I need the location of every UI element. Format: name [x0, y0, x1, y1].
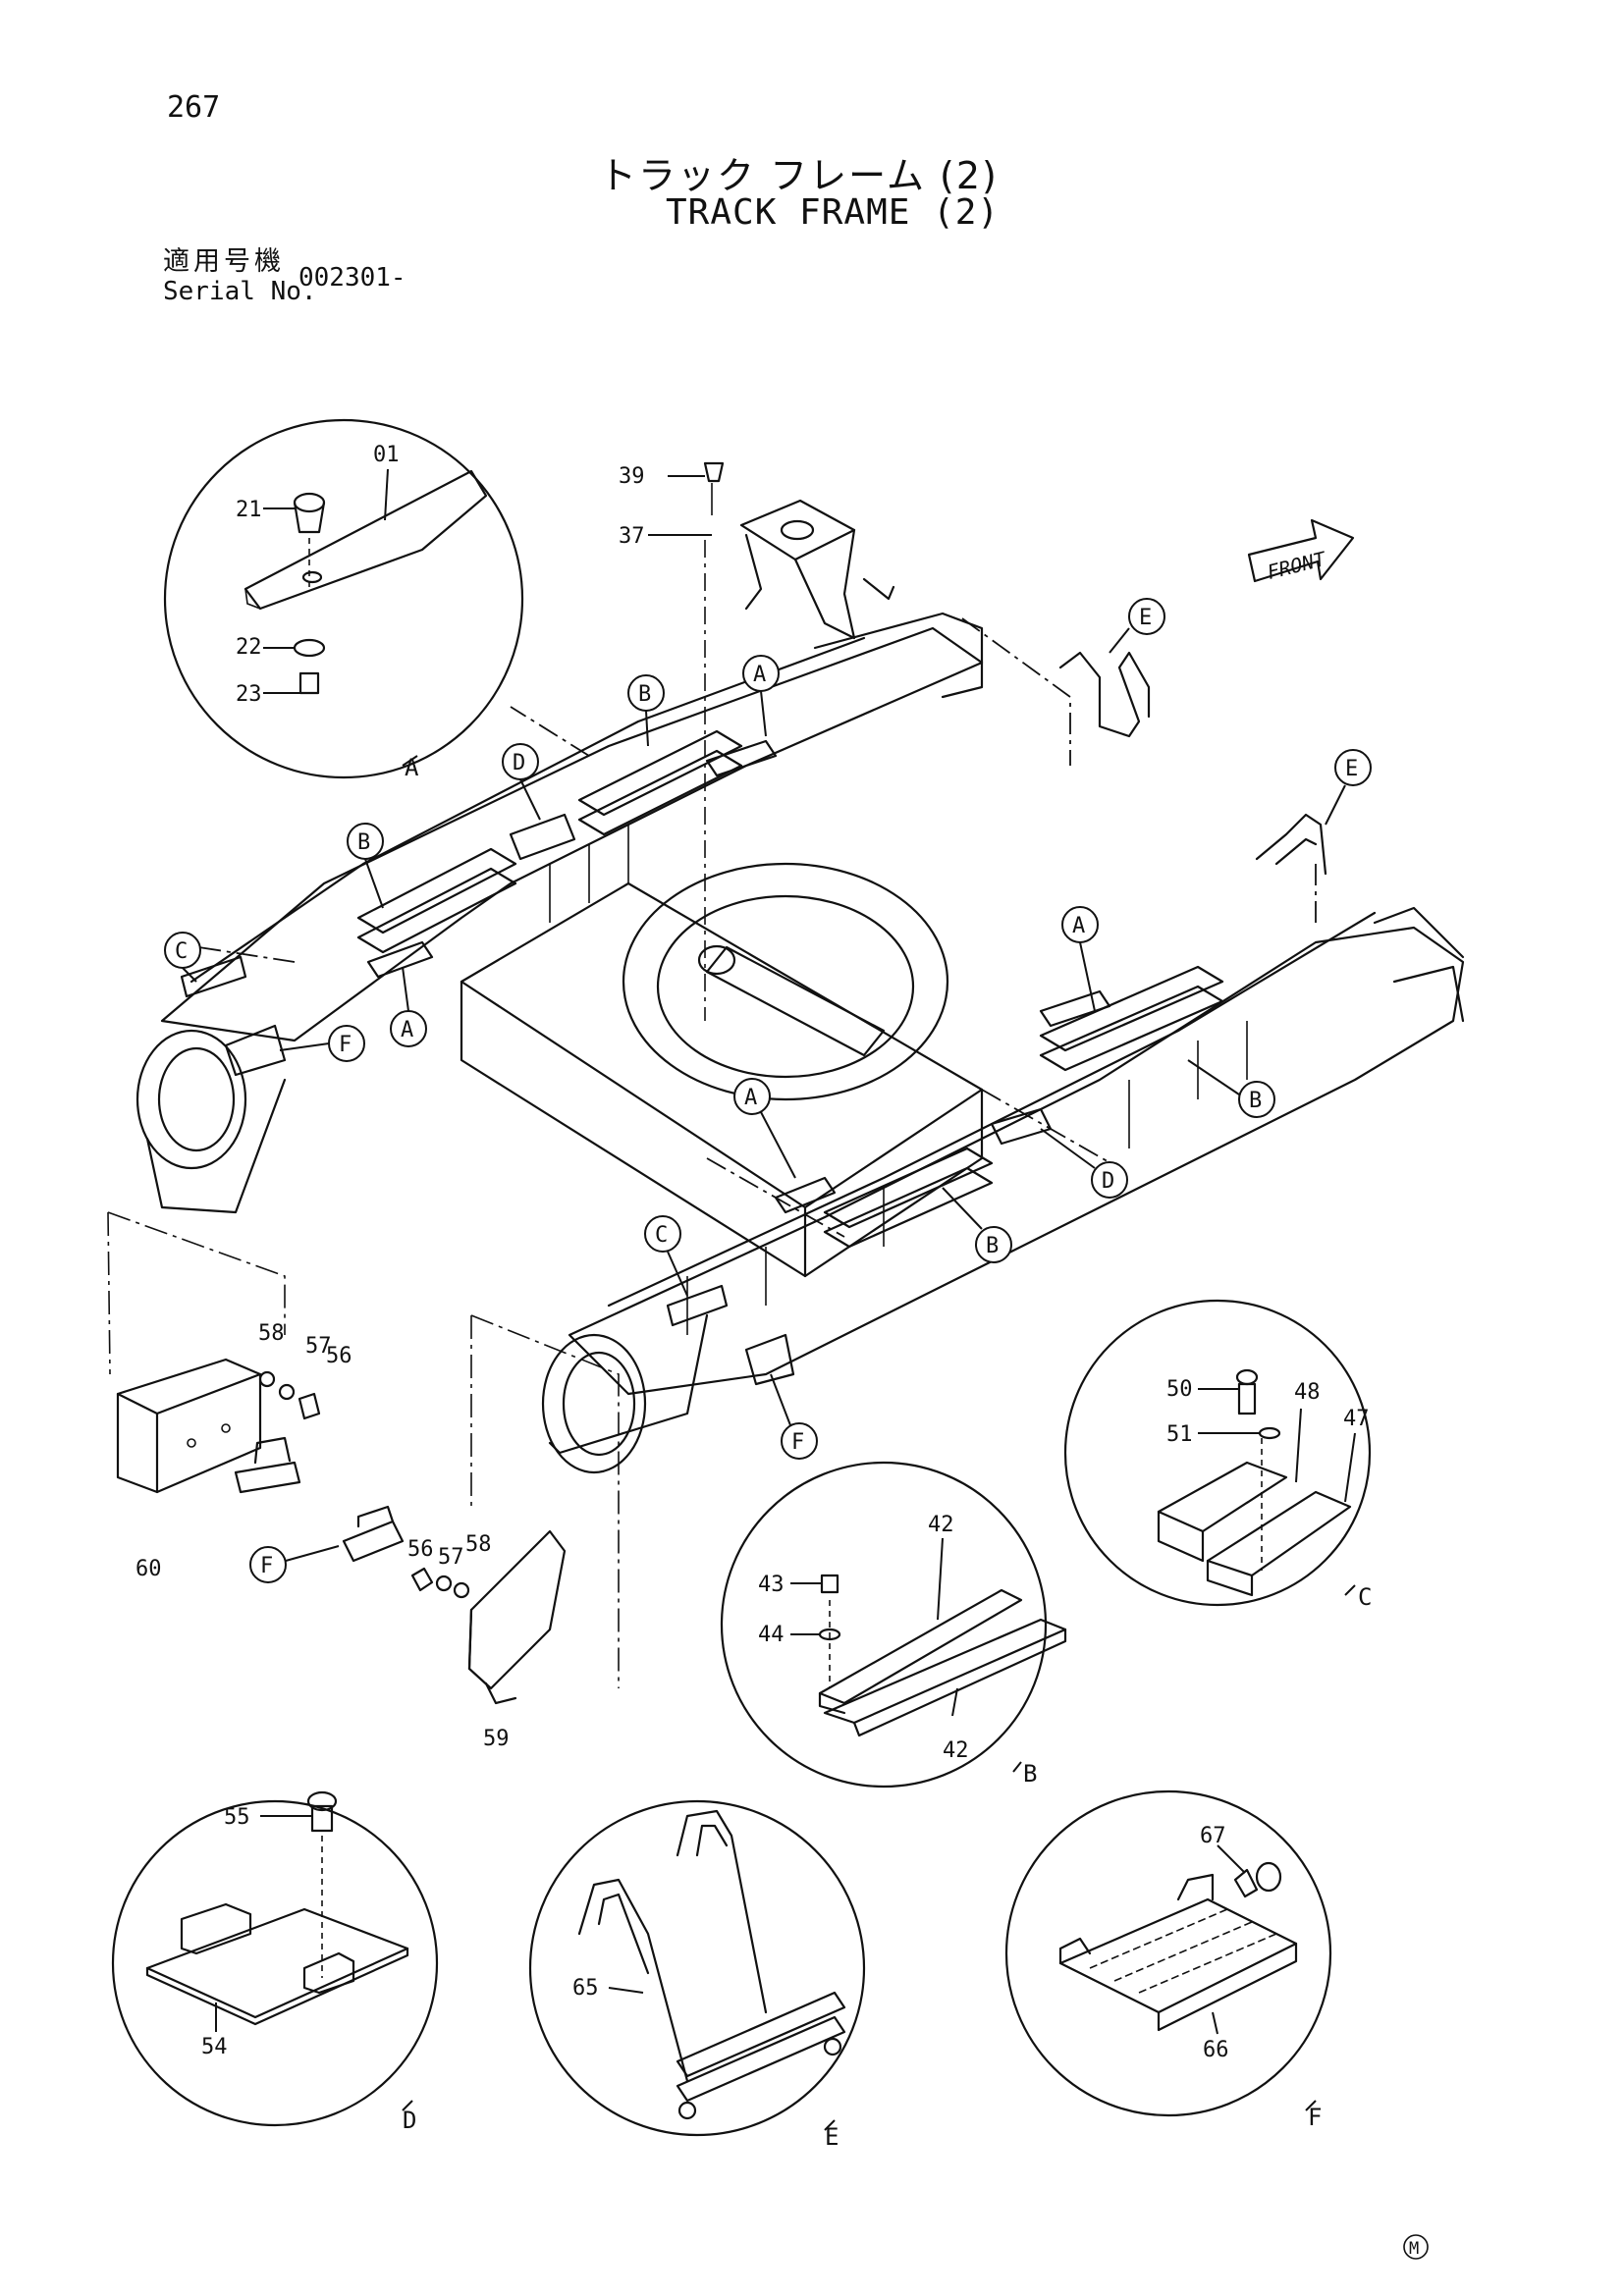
svg-text:B: B — [357, 830, 370, 855]
part-number: 67 — [1200, 1824, 1226, 1848]
svg-text:A: A — [401, 1018, 413, 1042]
page-number: 267 — [167, 90, 221, 125]
svg-text:F: F — [339, 1033, 352, 1057]
detail-view-c — [1063, 1299, 1372, 1607]
footer-mark: M — [1403, 2234, 1429, 2260]
frame-mounted-parts — [180, 651, 1327, 1386]
detail-view-f — [1004, 1789, 1332, 2117]
svg-text:M: M — [1409, 2239, 1419, 2259]
svg-text:B: B — [638, 682, 651, 707]
detail-label-e: E — [825, 2123, 839, 2151]
part-number: 54 — [201, 2035, 228, 2059]
part-number: 57 — [305, 1334, 332, 1359]
callout-f — [249, 1546, 287, 1583]
reference-callouts: B A D B C A F E E A — [164, 598, 1372, 1583]
callout-e — [1334, 749, 1372, 786]
detail-view-labels: A B C D E F — [403, 754, 1372, 2151]
part-number: 58 — [465, 1532, 492, 1557]
detail-label-f: F — [1308, 2104, 1322, 2131]
part-number: 42 — [928, 1513, 954, 1537]
detail-label-a: A — [405, 754, 419, 781]
svg-text:E: E — [1139, 606, 1152, 630]
part-number: 37 — [619, 524, 645, 549]
part-number: 43 — [758, 1573, 785, 1597]
part-number: 39 — [619, 464, 645, 489]
detail-label-c: C — [1358, 1583, 1372, 1611]
svg-text:D: D — [513, 751, 525, 775]
callout-c — [644, 1215, 681, 1253]
track-frame-body — [135, 612, 1465, 1474]
detail-label-d: D — [403, 2107, 416, 2134]
svg-text:A: A — [744, 1086, 757, 1110]
detail-view-d — [111, 1790, 439, 2127]
svg-text:C: C — [175, 939, 188, 964]
callout-a — [733, 1078, 771, 1115]
part-number: 59 — [483, 1727, 510, 1751]
part-number: 21 — [236, 498, 262, 522]
callout-f — [781, 1422, 818, 1460]
callout-b — [975, 1226, 1012, 1263]
part-number: 44 — [758, 1623, 785, 1647]
svg-text:D: D — [1102, 1169, 1114, 1194]
svg-text:A: A — [753, 663, 766, 687]
callout-e — [1128, 598, 1165, 635]
part-number: 22 — [236, 635, 262, 660]
front-arrow: FRONT — [1247, 518, 1355, 584]
part-number-labels: 01 21 22 23 37 39 42 42 43 44 47 48 50 5… — [135, 443, 1370, 2062]
callout-b — [1238, 1081, 1275, 1118]
part-number: 01 — [373, 443, 400, 467]
part-number: 66 — [1203, 2038, 1229, 2062]
serial-label-japanese: 適用号機 — [163, 246, 285, 277]
part-number: 51 — [1166, 1422, 1193, 1447]
svg-text:F: F — [260, 1554, 273, 1578]
serial-label: Serial No. — [163, 277, 317, 306]
part-number: 56 — [407, 1537, 434, 1562]
svg-text:E: E — [1345, 757, 1358, 781]
part-number: 47 — [1343, 1407, 1370, 1431]
part-number: 57 — [438, 1545, 464, 1570]
svg-text:C: C — [655, 1223, 668, 1248]
svg-text:B: B — [986, 1234, 999, 1258]
detail-view-e — [528, 1799, 866, 2137]
part-number: 56 — [326, 1344, 352, 1368]
detail-view-b — [720, 1461, 1067, 1789]
covers-and-hardware — [107, 1211, 620, 1705]
part-number: 55 — [224, 1805, 250, 1830]
detail-view-a — [163, 418, 524, 779]
part-number: 60 — [135, 1557, 162, 1581]
serial-value: 002301- — [298, 263, 406, 293]
upper-bracket — [648, 461, 895, 1021]
svg-text:F: F — [791, 1430, 804, 1455]
part-number: 65 — [572, 1976, 599, 2001]
callout-d — [1091, 1161, 1128, 1199]
svg-text:B: B — [1249, 1089, 1262, 1113]
part-number: 23 — [236, 682, 262, 707]
detail-label-b: B — [1023, 1760, 1037, 1788]
svg-text:A: A — [1072, 914, 1085, 938]
page-title: TRACK FRAME (2) — [666, 192, 1001, 233]
part-number: 58 — [258, 1321, 285, 1346]
part-number: 50 — [1166, 1377, 1193, 1402]
part-number: 48 — [1294, 1380, 1321, 1405]
part-number: 42 — [943, 1738, 969, 1763]
page-title-japanese: トラック フレーム (2) — [599, 154, 999, 197]
